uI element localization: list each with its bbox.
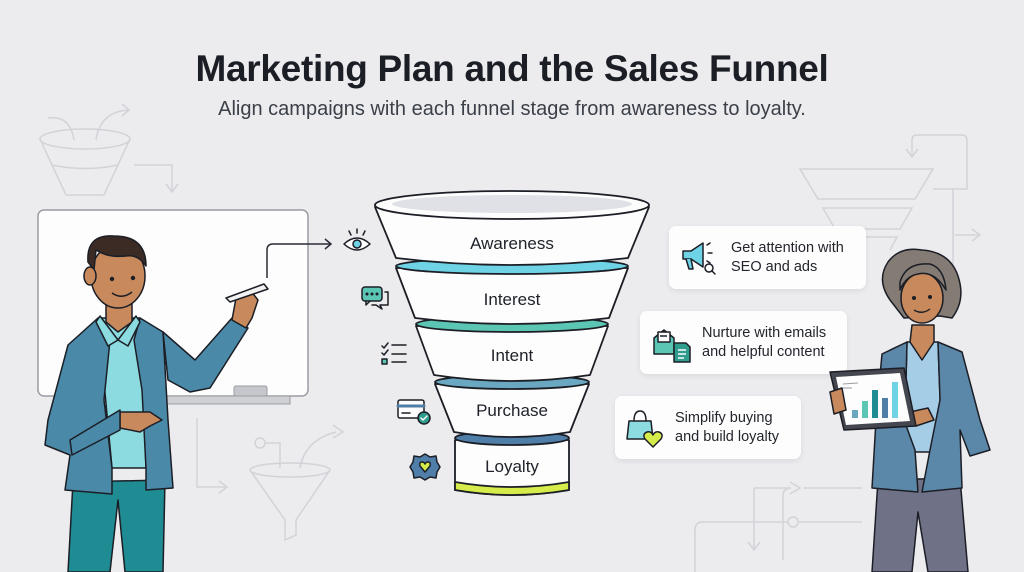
funnel-stage-interest bbox=[395, 257, 629, 325]
card-interest-intent: Nurture with emails and helpful content bbox=[640, 311, 847, 374]
faint-flow-lines bbox=[694, 481, 862, 572]
credit-card-check-icon bbox=[396, 399, 431, 425]
card-line-1: Get attention with bbox=[731, 239, 844, 256]
page-title: Marketing Plan and the Sales Funnel bbox=[195, 48, 829, 89]
faint-funnel-icon-2 bbox=[196, 418, 345, 542]
chat-bubbles-icon bbox=[361, 286, 389, 310]
funnel-stage-awareness bbox=[374, 190, 650, 266]
card-line-2: and build loyalty bbox=[675, 428, 779, 445]
funnel-label-awareness: Awareness bbox=[470, 234, 554, 253]
card-purchase-loyalty: Simplify buying and build loyalty bbox=[615, 396, 801, 459]
checklist-icon bbox=[381, 342, 407, 365]
man-figure bbox=[44, 235, 269, 572]
funnel-label-purchase: Purchase bbox=[476, 401, 548, 420]
page-subtitle: Align campaigns with each funnel stage f… bbox=[218, 98, 806, 120]
faint-funnel-icon bbox=[39, 103, 179, 196]
card-line-2: and helpful content bbox=[702, 343, 825, 360]
card-line-2: SEO and ads bbox=[731, 258, 818, 275]
funnel-label-intent: Intent bbox=[490, 346, 534, 365]
card-line-1: Simplify buying bbox=[675, 409, 773, 426]
tablet-chart-icon bbox=[829, 367, 917, 431]
card-awareness: Get attention with SEO and ads bbox=[669, 226, 866, 289]
funnel-label-interest: Interest bbox=[483, 290, 541, 309]
shopping-bag-heart-icon bbox=[626, 409, 663, 448]
heart-badge-icon bbox=[409, 453, 441, 481]
card-line-1: Nurture with emails bbox=[702, 324, 827, 341]
megaphone-search-icon bbox=[682, 241, 716, 275]
email-document-icon bbox=[653, 328, 691, 363]
funnel-label-loyalty: Loyalty bbox=[485, 457, 539, 476]
eye-icon bbox=[343, 228, 371, 251]
